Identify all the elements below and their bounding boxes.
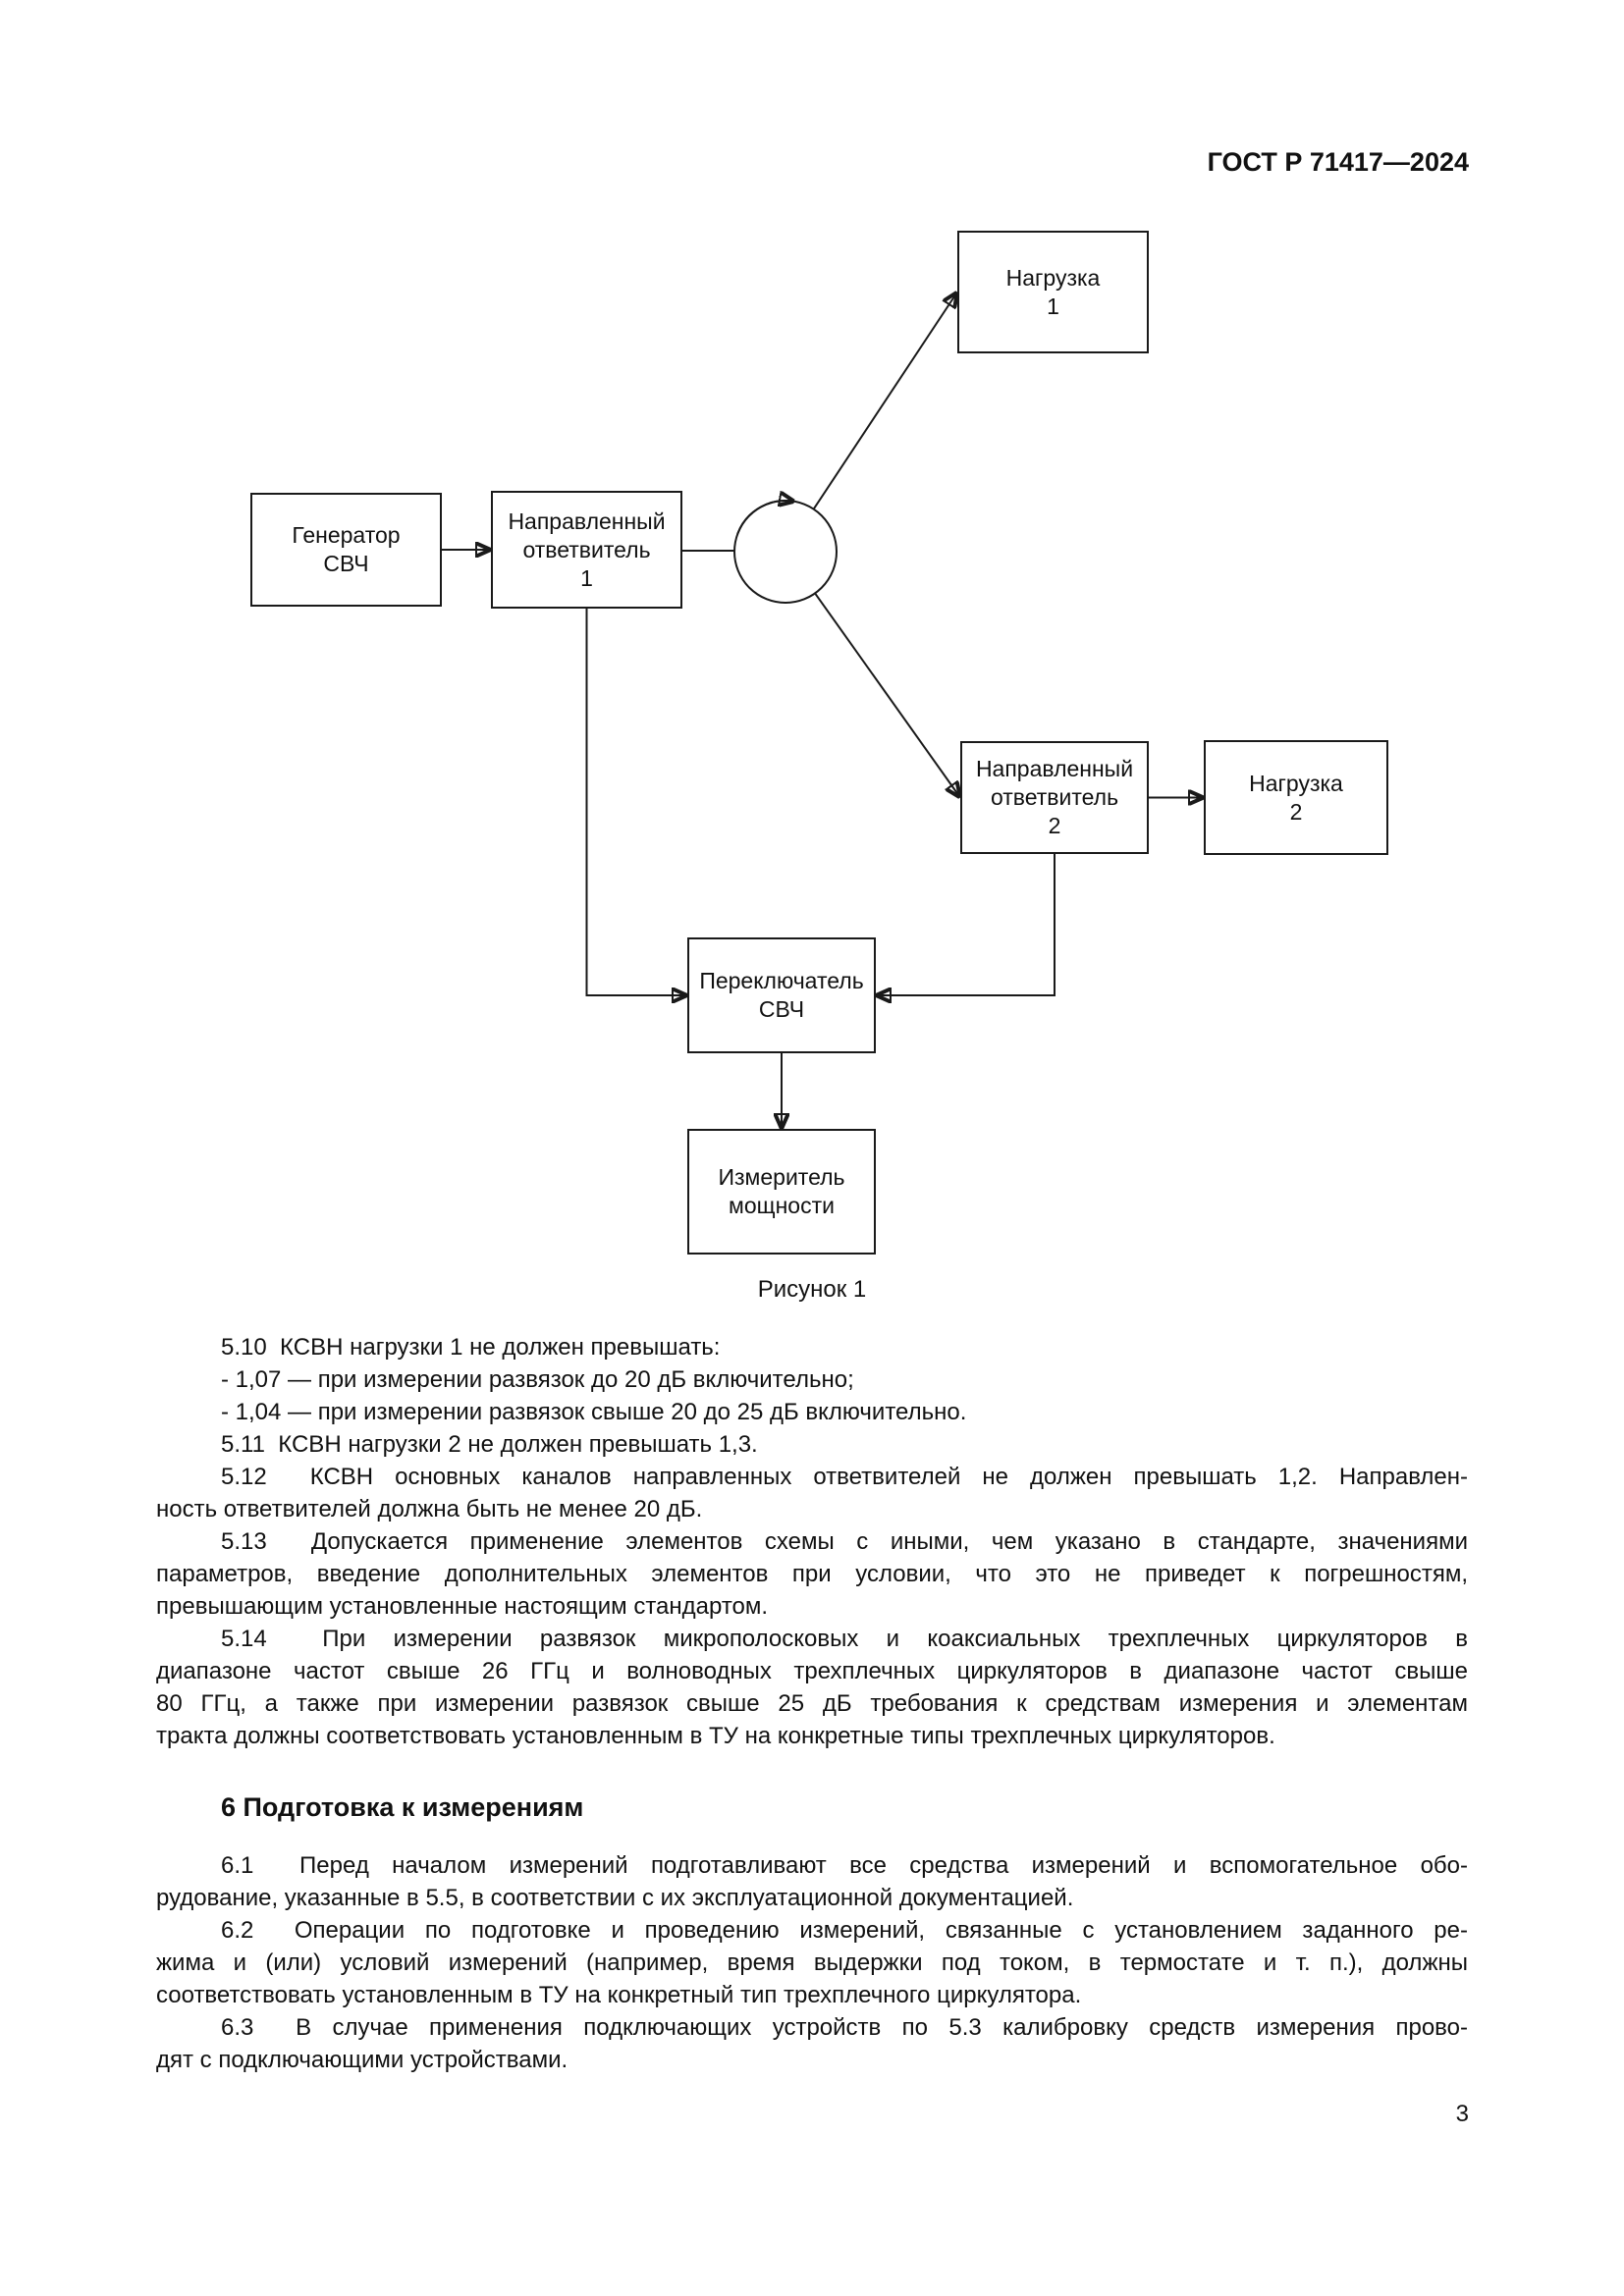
text-line: диапазоне частот свыше 26 ГГц и волновод… [156, 1658, 1468, 1684]
text-line: - 1,04 — при измерении развязок свыше 20… [221, 1399, 967, 1425]
paragraph: 5.11 КСВН нагрузки 2 не должен превышать… [156, 1428, 1468, 1461]
paragraph: 5.12 КСВН основных каналов направленных … [156, 1461, 1468, 1525]
text-line: рудование, указанные в 5.5, в соответств… [156, 1885, 1074, 1911]
text-line: 5.10 КСВН нагрузки 1 не должен превышать… [221, 1334, 721, 1361]
text-line: 6.2 Операции по подготовке и проведению … [221, 1917, 1468, 1944]
paragraph: 6.2 Операции по подготовке и проведению … [156, 1914, 1468, 2011]
text-line: жима и (или) условий измерений (например… [156, 1949, 1468, 1976]
arrow-circulator-to-coupler2 [814, 592, 960, 797]
paragraph: 5.13 Допускается применение элементов сх… [156, 1525, 1468, 1623]
doc-number: ГОСТ Р 71417—2024 [1207, 147, 1469, 177]
box-generator: Генератор СВЧ [250, 493, 442, 607]
text-line: 5.11 КСВН нагрузки 2 не должен превышать… [221, 1431, 758, 1458]
diagram-connectors [442, 196, 1204, 1129]
text-line: параметров, введение дополнительных элем… [156, 1561, 1468, 1587]
box-switch-line: СВЧ [758, 996, 805, 1022]
box-coupler-1-line: Направленный [508, 507, 666, 534]
paragraph: 5.14 При измерении развязок микрополоско… [156, 1623, 1468, 1752]
figure-diagram: Нагрузка 1 Генератор СВЧ Направленный от… [0, 196, 1624, 1331]
box-coupler-1-line: ответвитель [522, 536, 651, 562]
box-meter-line: мощности [729, 1193, 835, 1218]
paragraph: - 1,04 — при измерении развязок свыше 20… [156, 1396, 1468, 1428]
paragraph: 6.1 Перед началом измерений подготавлива… [156, 1849, 1468, 1914]
page-number: 3 [1455, 2101, 1469, 2127]
text-line: превышающим установленные настоящим стан… [156, 1593, 769, 1620]
box-coupler-1: Направленный ответвитель 1 [491, 491, 682, 609]
box-meter: Измеритель мощности [687, 1129, 876, 1255]
text-line: 80 ГГц, а также при измерении развязок с… [156, 1690, 1468, 1717]
text-line: дят с подключающими устройствами. [156, 2047, 568, 2073]
paragraph: 6.3 В случае применения подключающих уст… [156, 2011, 1468, 2076]
arrow-circulator-to-load1 [812, 293, 957, 510]
box-coupler-2: Направленный ответвитель 2 [960, 741, 1149, 854]
box-switch: Переключатель СВЧ [687, 937, 876, 1053]
figure-caption: Рисунок 1 [757, 1276, 867, 1303]
box-load-1-line: 1 [1047, 293, 1059, 319]
box-coupler-2-line: 2 [1048, 813, 1061, 838]
box-load-1: Нагрузка 1 [957, 231, 1149, 353]
text-line: тракта должны соответствовать установлен… [156, 1723, 1275, 1749]
box-generator-line: СВЧ [323, 551, 369, 576]
text-line: 5.13 Допускается применение элементов сх… [221, 1528, 1468, 1555]
text-line: 6.3 В случае применения подключающих уст… [221, 2014, 1468, 2041]
box-load-2-line: Нагрузка [1249, 770, 1343, 796]
circulator-rotation-arrow-icon [736, 501, 794, 535]
text-line: 5.12 КСВН основных каналов направленных … [221, 1464, 1468, 1490]
section-heading: 6 Подготовка к измерениям [221, 1792, 584, 1822]
box-switch-line: Переключатель [699, 968, 864, 993]
box-coupler-2-line: Направленный [975, 756, 1134, 781]
box-meter-line: Измеритель [718, 1164, 845, 1190]
text-line: ность ответвителей должна быть не менее … [156, 1496, 703, 1522]
box-load-2-line: 2 [1289, 798, 1303, 825]
box-load-2: Нагрузка 2 [1204, 740, 1388, 855]
arrow-coupler1-to-switch [585, 609, 687, 995]
body-text: 5.10 КСВН нагрузки 1 не должен превышать… [156, 1331, 1468, 2076]
paragraph: 5.10 КСВН нагрузки 1 не должен превышать… [156, 1331, 1468, 1363]
text-line: - 1,07 — при измерении развязок до 20 дБ… [221, 1366, 854, 1393]
box-generator-line: Генератор [292, 522, 401, 548]
arrow-coupler2-to-switch [876, 854, 1056, 995]
text-line: 5.14 При измерении развязок микрополоско… [221, 1626, 1468, 1652]
paragraph: - 1,07 — при измерении развязок до 20 дБ… [156, 1363, 1468, 1396]
box-load-1-line: Нагрузка [1005, 264, 1101, 291]
text-line: соответствовать установленным в ТУ на ко… [156, 1982, 1082, 2008]
box-coupler-1-line: 1 [580, 564, 593, 591]
box-coupler-2-line: ответвитель [990, 784, 1119, 810]
text-line: 6.1 Перед началом измерений подготавлива… [221, 1852, 1468, 1879]
